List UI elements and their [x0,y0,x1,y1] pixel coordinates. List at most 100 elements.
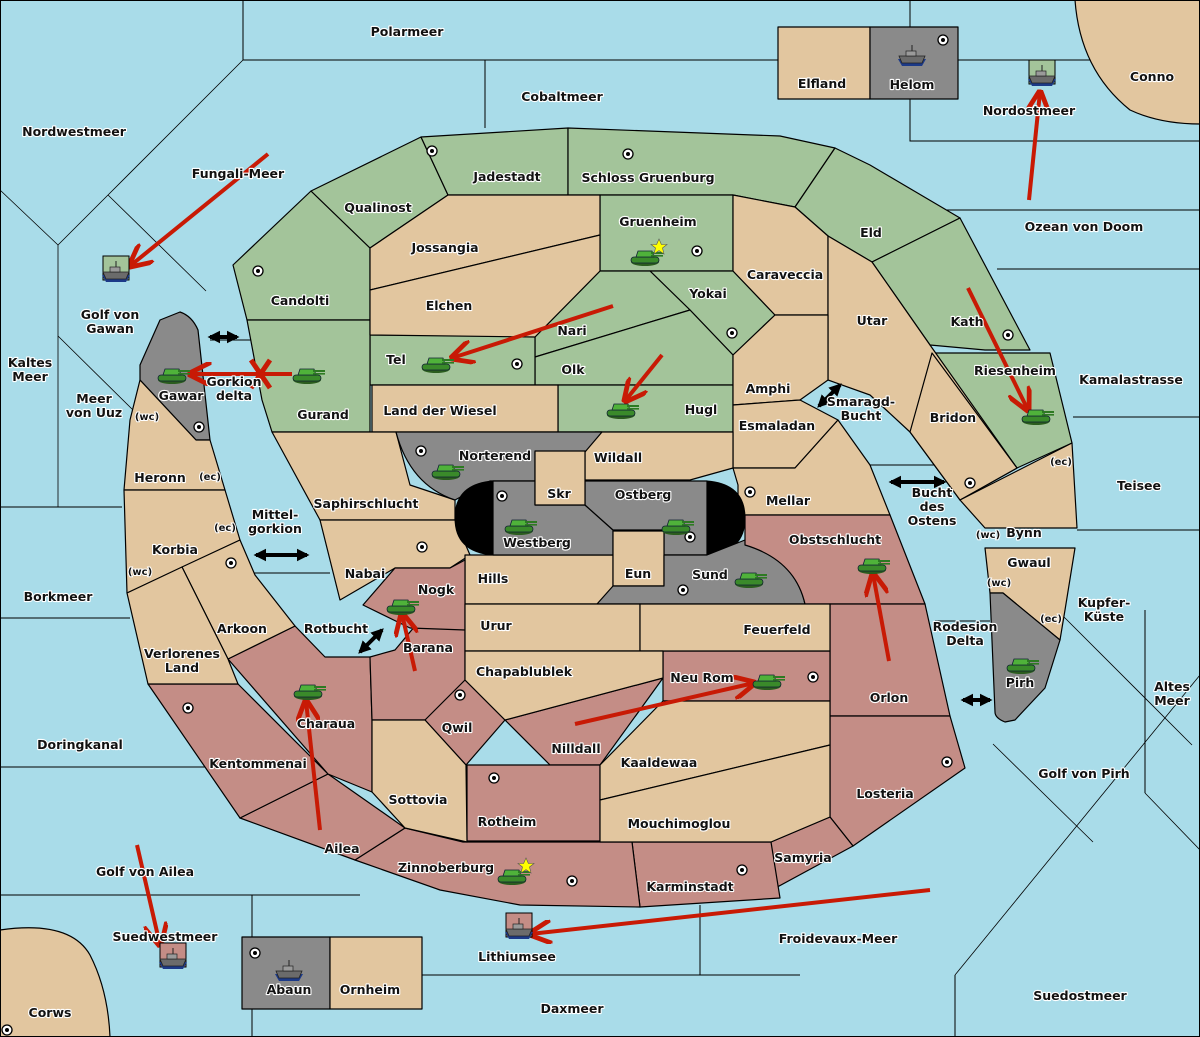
supply-center-icon [488,772,500,784]
province-label-losteria: Losteria [856,786,913,801]
supply-center-icon [416,541,428,553]
province-label-elchen: Elchen [426,298,473,313]
fleet-icon[interactable] [101,255,131,283]
province-ornheim[interactable] [329,936,423,1010]
province-label-arkoon: Arkoon [217,621,267,636]
province-conno[interactable] [1074,0,1200,125]
province-mellar[interactable] [732,419,891,516]
double-arrow-icon [358,628,384,654]
province-label-eun: Eun [625,566,651,581]
province-label-kentommenai: Kentommenai [209,756,307,771]
province-karminstadt[interactable] [631,841,781,908]
order-arrow [452,304,614,358]
fleet-icon[interactable] [158,942,188,970]
province-label-elfland: Elfland [798,76,846,91]
province-label-norterend: Norterend [459,448,531,463]
province-label-feuerfeld: Feuerfeld [743,622,810,637]
province-label-nabai: Nabai [345,566,386,581]
orders-layer [130,92,1040,945]
supply-center-icon [744,486,756,498]
province-label-saphirschlucht: Saphirschlucht [314,496,419,511]
sea-label-mittel-gorkion: Mittel-gorkion [248,507,302,536]
sea-label-golf-von-ailea: Golf von Ailea [96,864,194,879]
land-provinces [123,127,1078,908]
supply-center-icon [1,1024,13,1036]
impassable-west [454,480,494,556]
fleet-icon[interactable] [504,912,534,940]
supply-center-icon [726,327,738,339]
coast-label: (ec) [1040,614,1062,625]
coast-label: (ec) [1050,457,1072,468]
province-label-jadestadt: Jadestadt [472,169,540,184]
province-label-tel: Tel [386,352,406,367]
supply-center-icon [937,34,949,46]
province-mouchimoglou[interactable] [599,744,831,843]
province-label-utar: Utar [857,313,889,328]
sea-label-suedostmeer: Suedostmeer [1033,988,1127,1003]
province-gruenheim[interactable] [599,194,734,272]
province-bynn[interactable] [959,442,1078,529]
supply-center-icon [426,145,438,157]
order-arrow [625,353,664,401]
province-label-ostberg: Ostberg [615,487,672,502]
province-rotheim[interactable] [466,764,601,842]
coast-label: (wc) [135,412,159,423]
province-label-charaua: Charaua [297,716,355,731]
province-label-urur: Urur [480,618,512,633]
province-label-land-der-wiesel: Land der Wiesel [383,403,496,418]
province-feuerfeld[interactable] [639,603,831,652]
province-label-karminstadt: Karminstadt [646,879,733,894]
province-label-yokai: Yokai [688,286,727,301]
supply-center-icon [252,265,264,277]
province-label-bridon: Bridon [930,410,976,425]
province-verlorenes-land[interactable] [126,566,239,685]
province-chapablublek[interactable] [464,650,664,721]
sea-label-kamalastrasse: Kamalastrasse [1079,372,1183,387]
province-label-qwil: Qwil [442,720,473,735]
supply-center-icon [684,531,696,543]
supply-center-icon [249,947,261,959]
province-jadestadt[interactable] [420,127,569,196]
order-arrow [135,844,160,945]
province-label-gwaul: Gwaul [1007,555,1050,570]
province-label-skr: Skr [547,486,571,501]
coast-label: (wc) [128,567,152,578]
province-eun[interactable] [612,530,665,587]
sea-label-nordwestmeer: Nordwestmeer [22,124,127,139]
supply-center-icon [807,671,819,683]
province-jossangia[interactable] [369,194,601,291]
border [954,674,1200,976]
order-arrow [530,888,931,934]
border [992,743,1094,843]
province-label-heronn: Heronn [134,470,186,485]
supply-center-icon [691,245,703,257]
province-label-obstschlucht: Obstschlucht [789,532,881,547]
province-kaaldewaa[interactable] [599,700,831,801]
fleet-icon[interactable] [1027,59,1057,87]
sea-label-doringkanal: Doringkanal [37,737,123,752]
province-label-jossangia: Jossangia [410,240,478,255]
province-skr[interactable] [534,450,586,506]
province-label-hills: Hills [478,571,509,586]
province-pirh[interactable] [989,592,1061,723]
province-label-amphi: Amphi [746,381,791,396]
province-label-neu-rom: Neu Rom [670,670,733,685]
province-kath[interactable] [871,217,1031,351]
province-corws[interactable] [0,927,111,1037]
province-label-orlon: Orlon [870,690,909,705]
province-sottovia[interactable] [371,719,468,843]
supply-center-icon [193,421,205,433]
coast-label: (wc) [987,578,1011,589]
convoy-links [207,330,993,707]
province-label-westberg: Westberg [503,535,571,550]
sea-label-daxmeer: Daxmeer [540,1001,604,1016]
labels-layer: PolarmeerCobaltmeerNordwestmeerFungali-M… [7,23,1192,1021]
sea-label-polarmeer: Polarmeer [371,24,445,39]
sea-label-fungali-meer: Fungali-Meer [192,166,285,181]
province-elchen[interactable] [369,234,601,338]
province-label-abaun: Abaun [267,982,312,997]
province-elfland[interactable] [777,26,871,100]
